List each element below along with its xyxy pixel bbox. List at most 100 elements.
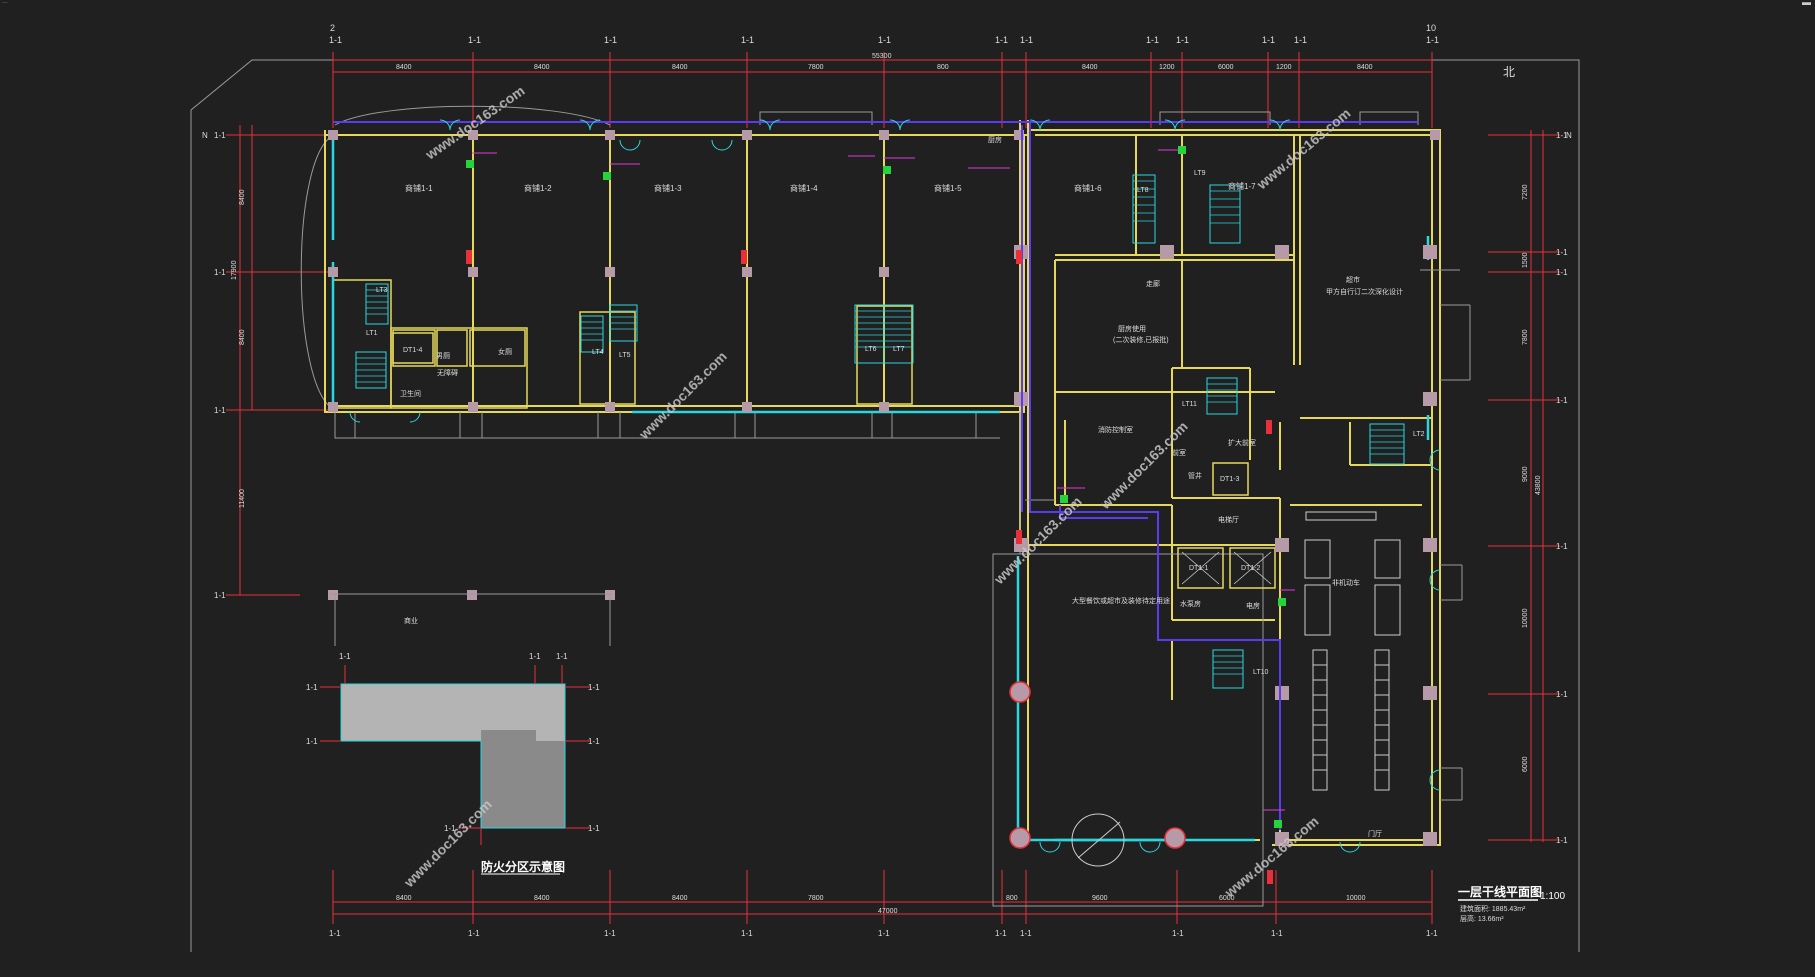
room-label: 超市 bbox=[1346, 275, 1360, 284]
axis-bubble: 1-1 bbox=[1556, 542, 1568, 551]
room-label: 门厅 bbox=[1368, 829, 1382, 838]
stair-labels: LT1 LT3 LT4 LT5 LT6 LT7 LT8 LT9 LT10 LT1… bbox=[366, 170, 1425, 676]
top-dimensions bbox=[332, 52, 1433, 128]
axis-bubble: 1-1 bbox=[1426, 35, 1439, 45]
axis-bubble: 1-1 bbox=[995, 35, 1008, 45]
stair-label: LT5 bbox=[619, 352, 631, 359]
room-label: 卫生间 bbox=[400, 389, 421, 398]
stair-label: LT3 bbox=[376, 287, 388, 294]
stair-hatch bbox=[355, 174, 1405, 689]
inset-room-label: 商业 bbox=[404, 616, 418, 625]
axis-bubble: N bbox=[1566, 131, 1572, 140]
site-boundary bbox=[190, 59, 1580, 952]
stair-label: LT11 bbox=[1182, 401, 1197, 408]
toilet-block bbox=[332, 279, 913, 409]
room-label: 消防控制室 bbox=[1098, 425, 1133, 434]
stair-label: LT2 bbox=[1413, 431, 1425, 438]
fire-partition-axes bbox=[320, 665, 590, 845]
dim-label: 8400 bbox=[534, 895, 550, 902]
right-axis-bubbles: 1-1 N 1-1 1-1 1-1 1-1 1-1 1-1 bbox=[1556, 131, 1572, 845]
shaft-label: DT1-2 bbox=[1241, 565, 1261, 572]
stair-label: LT9 bbox=[1194, 170, 1206, 177]
curved-canopy bbox=[334, 105, 611, 126]
axis-bubble: 1-1 bbox=[741, 929, 753, 938]
stair-label: LT7 bbox=[893, 346, 905, 353]
axis-bubble: 1-1 bbox=[1556, 131, 1568, 140]
axis-bubble: 1-1 bbox=[1262, 35, 1275, 45]
room-label-shop: 商铺1-1 bbox=[405, 183, 433, 193]
room-label-shop: 商铺1-2 bbox=[524, 183, 552, 193]
dim-label: 10000 bbox=[1346, 895, 1366, 902]
axis-bubble: 1-1 bbox=[1294, 35, 1307, 45]
watermark-text: www.doc163.com bbox=[1221, 813, 1322, 901]
elevator-cross bbox=[1181, 551, 1272, 585]
axis-bubble: N bbox=[202, 131, 208, 140]
fire-partition-zones bbox=[340, 683, 566, 829]
shaft-labels: DT1-1 DT1-2 DT1-3 DT1-4 bbox=[403, 347, 1261, 572]
room-label: (二次装修,已报批) bbox=[1113, 335, 1169, 344]
dim-label: 9600 bbox=[1092, 895, 1108, 902]
doors bbox=[349, 119, 1441, 853]
bottom-dim-labels: 8400 8400 8400 7800 800 9600 6000 10000 … bbox=[396, 895, 1366, 915]
right-dimensions bbox=[1488, 130, 1560, 842]
axis-bubble: 1-1 bbox=[604, 35, 617, 45]
distribution-panels bbox=[466, 146, 1286, 828]
dim-label: 6000 bbox=[1218, 64, 1234, 71]
dim-label: 1200 bbox=[1276, 64, 1292, 71]
dim-label: 10000 bbox=[1522, 608, 1529, 628]
room-label: 走廊 bbox=[1146, 279, 1160, 288]
axis-bubble: 1-1 bbox=[306, 683, 318, 692]
axis-bubble: 1-1 bbox=[1556, 268, 1568, 277]
minimize-button[interactable]: ▬ bbox=[1802, 0, 1811, 7]
axis-bubble: 1-1 bbox=[214, 268, 226, 277]
axis-bubble: 1-1 bbox=[1556, 396, 1568, 405]
curved-glass-facade bbox=[300, 134, 336, 411]
dim-label: 1200 bbox=[1159, 64, 1175, 71]
room-label: 扩大前室 bbox=[1228, 438, 1256, 447]
dim-label: 9000 bbox=[1522, 466, 1529, 482]
axis-bubble: 1-1 bbox=[214, 591, 226, 600]
watermark-text: www.doc163.com bbox=[990, 493, 1085, 588]
walkway bbox=[334, 111, 1471, 801]
room-label: 非机动车 bbox=[1332, 578, 1360, 587]
room-label-shop: 商铺1-4 bbox=[790, 183, 818, 193]
watermark-text: www.doc163.com bbox=[635, 348, 730, 443]
axis-bubble: 1-1 bbox=[588, 683, 600, 692]
stair-label: LT6 bbox=[865, 346, 877, 353]
columns bbox=[328, 130, 1440, 846]
dim-label: 7800 bbox=[808, 64, 824, 71]
axis-bubble: 1-1 bbox=[588, 737, 600, 746]
elevator-shafts bbox=[392, 332, 1276, 589]
axis-bubble-first: 2 bbox=[330, 23, 335, 33]
supermarket-shelves bbox=[1304, 511, 1401, 791]
inset-upper-frame bbox=[330, 593, 612, 646]
axis-bubble: 1-1 bbox=[588, 824, 600, 833]
inset-axis-bubbles: 1-1 1-1 1-1 1-1 1-1 1-1 1-1 1-1 1-1 bbox=[306, 652, 600, 833]
axis-bubble: 1-1 bbox=[214, 406, 226, 415]
dim-label: 800 bbox=[1006, 895, 1018, 902]
stair-label: LT1 bbox=[366, 330, 378, 337]
room-label: 男厕 bbox=[436, 352, 450, 360]
top-axis-bubbles: 2 10 1-1 1-1 1-1 1-1 1-1 1-1 1-1 1-1 1-1… bbox=[329, 23, 1439, 45]
dim-label: 8400 bbox=[534, 64, 550, 71]
stair-treads bbox=[356, 180, 1404, 675]
inset-title: 防火分区示意图 bbox=[481, 859, 565, 874]
left-dimensions bbox=[226, 125, 335, 596]
shaft-label: DT1-1 bbox=[1189, 565, 1209, 572]
room-label-shop: 商铺1-6 bbox=[1074, 183, 1102, 193]
dim-label: 43800 bbox=[1535, 475, 1542, 495]
room-label: 女厕 bbox=[498, 347, 512, 356]
top-dim-labels: 8400 8400 8400 7800 800 8400 1200 6000 1… bbox=[396, 64, 1373, 71]
area-line-2: 层高: 13.66m² bbox=[1460, 914, 1504, 923]
shop-labels: 商铺1-1 商铺1-2 商铺1-3 商铺1-4 商铺1-5 商铺1-6 商铺1-… bbox=[405, 181, 1256, 193]
axis-bubble: 1-1 bbox=[995, 929, 1007, 938]
axis-bubble: 1-1 bbox=[329, 929, 341, 938]
axis-bubble: 1-1 bbox=[529, 652, 541, 661]
area-line-1: 建筑面积: 1885.43m² bbox=[1460, 904, 1526, 913]
left-axis-bubbles: N 1-1 1-1 1-1 1-1 bbox=[202, 131, 226, 600]
building-walls bbox=[324, 120, 1441, 846]
window-titlebar: ... ▬ bbox=[0, 0, 1815, 8]
room-label: 无障碍 bbox=[437, 368, 458, 377]
axis-bubble: 1-1 bbox=[306, 737, 318, 746]
